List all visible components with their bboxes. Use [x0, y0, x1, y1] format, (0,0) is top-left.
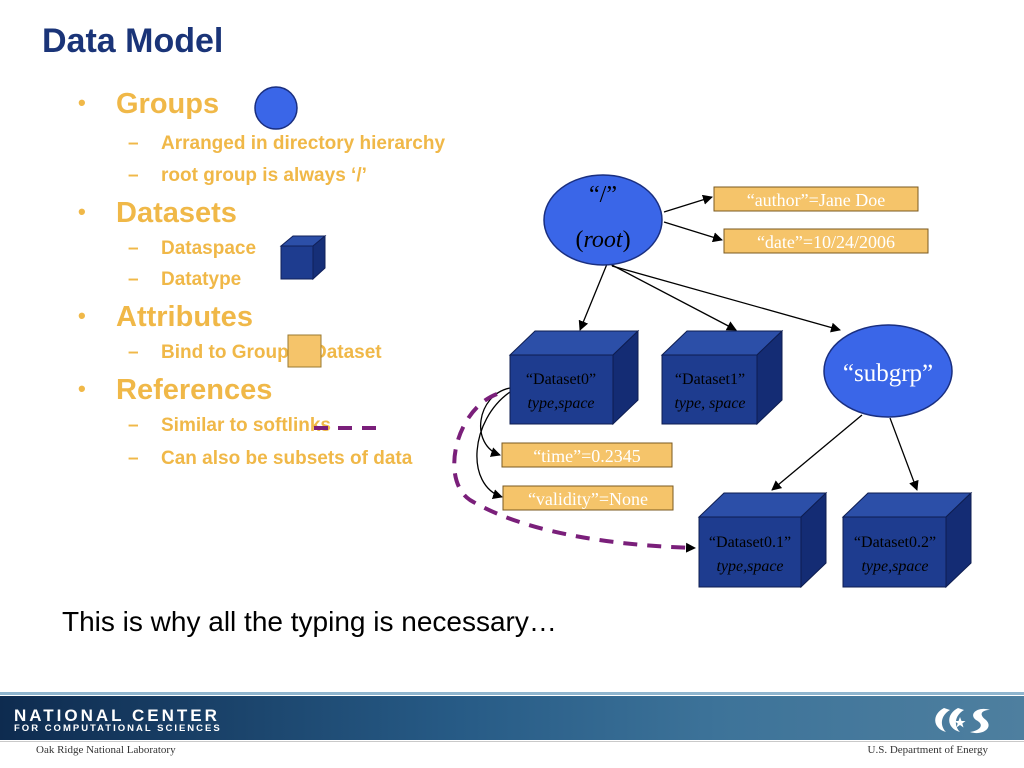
dataset1-node — [660, 329, 784, 426]
edge-subgrp-dataset01 — [771, 414, 863, 491]
dataset01-type: type,space — [716, 558, 783, 575]
edge-root-author — [663, 194, 713, 213]
attribute-date-text: “date”=10/24/2006 — [757, 232, 895, 252]
edge-subgrp-dataset02 — [889, 417, 919, 491]
sub-bullet-text: Datatype — [161, 269, 242, 290]
dataset02-name: “Dataset0.2” — [854, 534, 936, 551]
footer-banner — [0, 696, 1024, 740]
dataset02-type: type,space — [861, 558, 928, 575]
sub-bullet: – Can also be subsets of data — [78, 447, 448, 470]
root-group-node — [543, 174, 663, 266]
bullet-datasets: • Datasets — [78, 197, 458, 237]
root-group-label: “/” — [589, 182, 617, 208]
dataset0-type: type,space — [527, 395, 594, 412]
dataset0-name: “Dataset0” — [526, 371, 596, 388]
bullet-dot: • — [78, 199, 86, 224]
data-model-diagram: “/” (root) “author”=Jane Doe “date”=10/2… — [254, 86, 973, 589]
bullet-dot: • — [78, 376, 86, 401]
attribute-author — [713, 186, 919, 212]
attribute-legend-icon — [287, 334, 322, 368]
sub-bullet: – Bind to Group & Dataset — [78, 341, 458, 364]
ccs-logo-icon — [935, 708, 990, 734]
bullet-list: • Groups – Arranged in directory hierarc… — [78, 88, 458, 470]
sub-bullet: – Arranged in directory hierarchy — [78, 132, 458, 155]
sub-bullet: – root group is always ‘/’ — [78, 164, 458, 187]
sub-bullet: – Similar to softlinks — [78, 414, 458, 437]
bullet-groups-label: Groups — [116, 88, 220, 120]
sub-bullet-text: Similar to softlinks — [161, 415, 331, 436]
footer-rule — [0, 741, 1024, 742]
subgroup-node — [823, 324, 953, 418]
page-title: Data Model — [42, 22, 224, 60]
attribute-date — [723, 228, 929, 254]
sub-bullet: – Dataspace — [78, 237, 458, 260]
bullet-attributes: • Attributes — [78, 301, 458, 341]
attribute-author-text: “author”=Jane Doe — [747, 190, 886, 210]
tagline: This is why all the typing is necessary… — [62, 606, 557, 637]
dataset01-name: “Dataset0.1” — [709, 534, 791, 551]
footer-left-text: Oak Ridge National Laboratory — [36, 744, 176, 756]
attribute-time — [501, 442, 673, 468]
org-name-line2: FOR COMPUTATIONAL SCIENCES — [14, 723, 222, 734]
footer-divider — [0, 692, 1024, 695]
edge-root-date — [663, 221, 723, 243]
sub-bullet-text: Can also be subsets of data — [161, 448, 413, 469]
dataset-legend-icon — [279, 234, 327, 281]
edge-root-subgrp — [611, 265, 841, 333]
footer-right-text: U.S. Department of Energy — [867, 744, 988, 756]
sub-bullet-text: Bind to Group & Dataset — [161, 342, 382, 363]
dataset01-node — [697, 491, 828, 589]
dataset1-type: type, space — [674, 395, 745, 412]
attribute-time-text: “time”=0.2345 — [533, 446, 641, 466]
bullet-references: • References — [78, 374, 458, 414]
edge-root-dataset0 — [578, 263, 608, 331]
sub-bullet-text: root group is always ‘/’ — [161, 165, 367, 186]
attribute-validity — [502, 485, 674, 511]
edge-root-dataset1 — [609, 263, 737, 331]
bullet-dot: • — [78, 303, 86, 328]
dataset0-node — [508, 329, 640, 426]
bullet-groups: • Groups — [78, 88, 458, 128]
dataset1-name: “Dataset1” — [675, 371, 745, 388]
edge-dataset0-time — [480, 387, 511, 457]
root-group-sublabel: (root) — [575, 227, 630, 253]
sub-bullet: – Datatype — [78, 268, 458, 291]
attribute-validity-text: “validity”=None — [528, 489, 648, 509]
bullet-attributes-label: Attributes — [116, 301, 253, 333]
bullet-datasets-label: Datasets — [116, 197, 237, 229]
sub-bullet-text: Arranged in directory hierarchy — [161, 133, 446, 154]
reference-link — [452, 392, 696, 553]
group-legend-icon — [254, 86, 298, 130]
bullet-references-label: References — [116, 374, 273, 406]
org-name-line1: NATIONAL CENTER — [14, 706, 220, 725]
edge-dataset0-validity — [476, 391, 511, 499]
dataset02-node — [841, 491, 973, 589]
bullet-dot: • — [78, 90, 86, 115]
subgroup-label: “subgrp” — [843, 360, 933, 387]
sub-bullet-text: Dataspace — [161, 238, 257, 259]
